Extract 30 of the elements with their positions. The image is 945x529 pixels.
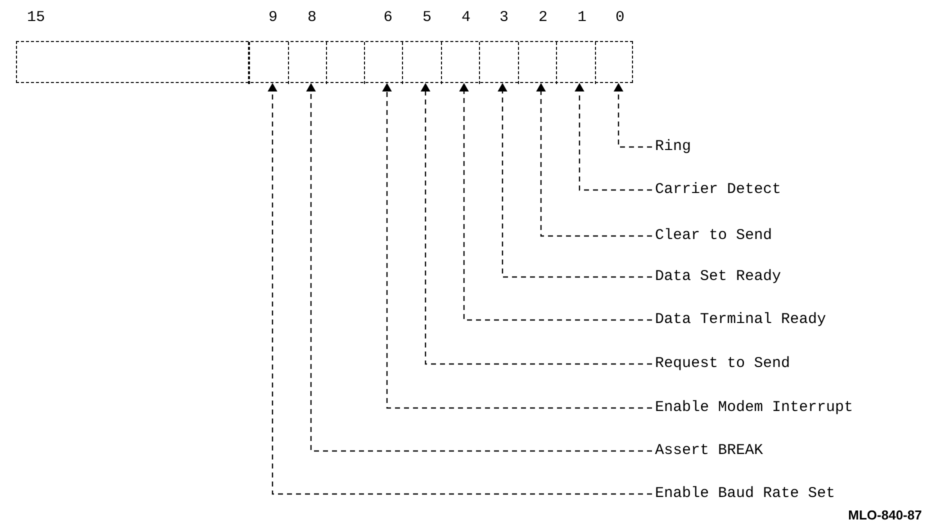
figure-number: MLO-840-87 [848, 506, 922, 524]
leader-line [614, 84, 652, 148]
leader-line [306, 84, 652, 452]
bit-label: Request to Send [655, 354, 790, 374]
bit-label: Enable Modem Interrupt [655, 398, 854, 418]
bit-label: Ring [655, 137, 692, 157]
bit-number: 2 [538, 8, 548, 28]
bit-number: 8 [308, 8, 316, 28]
bit-label: Clear to Send [655, 226, 772, 246]
bit-number: 4 [462, 8, 470, 28]
bit-number: 6 [384, 8, 392, 28]
leader-line [460, 84, 652, 321]
register-box [16, 41, 633, 83]
bit-number: 15 [27, 8, 45, 28]
bit-number: 5 [422, 8, 432, 28]
leader-line [382, 84, 652, 409]
bit-label: Carrier Detect [655, 180, 782, 200]
bit-number: 9 [268, 8, 278, 28]
bit-label: Data Set Ready [655, 267, 782, 287]
leader-line [268, 84, 652, 495]
bit-number: 1 [578, 8, 586, 28]
bit-label: Enable Baud Rate Set [655, 484, 836, 504]
bit-number: 0 [616, 8, 624, 28]
bit-label: Assert BREAK [655, 441, 764, 461]
leader-line [498, 84, 652, 278]
bit-label: Data Terminal Ready [655, 310, 826, 330]
leader-line [421, 84, 652, 365]
bit-number: 3 [500, 8, 508, 28]
leader-line [536, 84, 652, 237]
leader-line [575, 84, 652, 191]
